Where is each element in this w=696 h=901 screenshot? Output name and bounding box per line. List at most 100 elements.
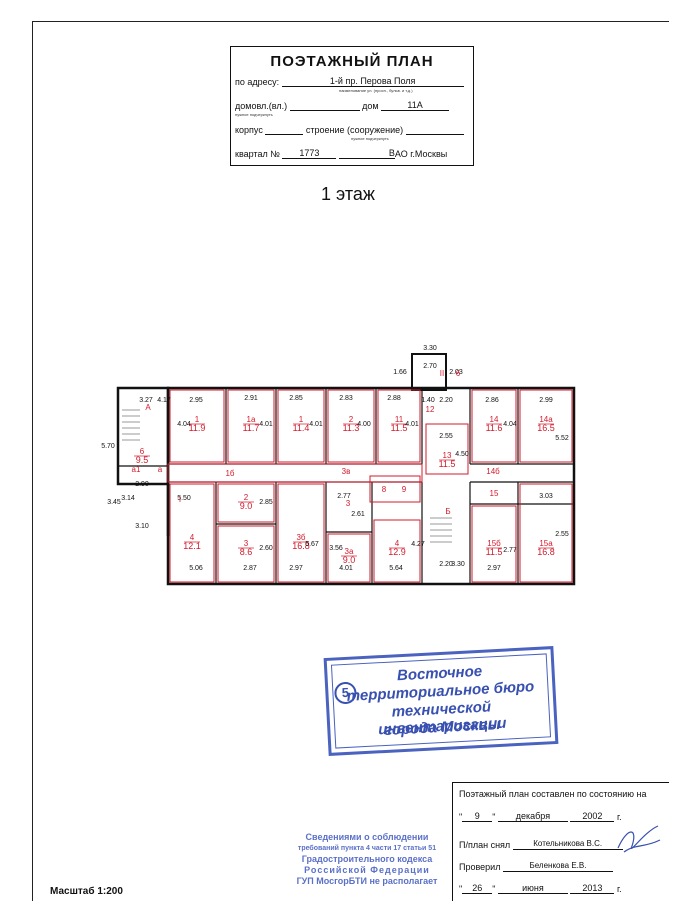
dimension-label: 5.06 [189, 565, 203, 572]
room-area: 9.0 [240, 501, 253, 511]
room-number: 2 [349, 415, 354, 424]
dimension-label: 2.99 [539, 397, 553, 404]
plan-label: 9 [402, 485, 407, 494]
room-area: 12.9 [388, 547, 406, 557]
dimension-label: 5.64 [389, 565, 403, 572]
room-area: 11.4 [293, 423, 310, 433]
room-number: 2 [244, 493, 249, 502]
made-row: П/план снял Котельникова В.С. [459, 839, 623, 850]
room-area: 9.0 [343, 555, 356, 565]
room-area: 11.5 [391, 423, 408, 433]
domovl-row: домовл.(вл.) дом 11А [235, 100, 450, 111]
address-value: 1-й пр. Перова Поля [281, 76, 464, 87]
room-number: 4 [190, 533, 195, 542]
dimension-label: 3.56 [329, 545, 343, 552]
plan-label: 15 [490, 489, 499, 498]
floor-title: 1 этаж [321, 184, 375, 204]
dimension-label: 4.01 [405, 421, 419, 428]
room-area: 16.8 [292, 541, 310, 551]
dimension-label: 4.04 [177, 421, 191, 428]
compliance-note: Сведениями о соблюдении требований пункт… [296, 832, 438, 886]
dimension-label: 2.85 [289, 395, 303, 402]
dimension-label: 2.03 [449, 369, 463, 376]
scale-label: Масштаб 1:200 [50, 886, 123, 897]
room-number: 14а [539, 415, 553, 424]
dimension-label: 2.97 [289, 565, 303, 572]
dimension-label: 1.66 [393, 369, 407, 376]
room-area: 11.7 [243, 423, 260, 433]
room-number: 3б [296, 533, 305, 542]
plan-label: 8 [382, 485, 387, 494]
room-number: 3а [345, 547, 354, 556]
check-row: Проверил Беленкова Е.В. [459, 861, 613, 872]
korpus-value [265, 124, 304, 135]
dimension-label: 1.40 [421, 397, 435, 404]
room-number: 15б [487, 539, 501, 548]
plan-label: I [179, 495, 181, 504]
title-block: ПОЭТАЖНЫЙ ПЛАН по адресу: 1-й пр. Перова… [230, 46, 474, 166]
dimension-label: 4.50 [455, 451, 469, 458]
room-number: 6 [140, 447, 145, 456]
dimension-label: 5.70 [101, 443, 115, 450]
dimension-label: 4.01 [339, 565, 353, 572]
status-box: Поэтажный план составлен по состоянию на… [452, 782, 669, 901]
room-number: 1 [299, 415, 304, 424]
dimension-label: 2.83 [339, 395, 353, 402]
dimension-label: 2.70 [423, 363, 437, 370]
room-area: 8.6 [240, 547, 253, 557]
room-number: 11 [395, 415, 404, 424]
dimension-label: 4.01 [259, 421, 273, 428]
room-area: 9.5 [136, 455, 149, 465]
floor-plan [116, 353, 576, 586]
dimension-label: 2.95 [189, 397, 203, 404]
domovl-hint: нужное подчеркнуть [235, 112, 273, 117]
room-number: 4 [395, 539, 400, 548]
dimension-label: 3.27 [139, 397, 153, 404]
dimension-label: 2.97 [487, 565, 501, 572]
plan-label: 1б [225, 469, 234, 478]
dimension-label: 4.04 [503, 421, 517, 428]
bti-stamp: 5 Восточное территориальное бюро техниче… [323, 646, 559, 756]
room-number: 3 [244, 539, 249, 548]
plan-title: ПОЭТАЖНЫЙ ПЛАН [270, 53, 434, 70]
room-number: 15а [539, 539, 553, 548]
dimension-label: 5.50 [177, 495, 191, 502]
dimension-label: 2.87 [243, 565, 257, 572]
kvartal-value: 1773 [282, 148, 337, 159]
dimension-label: 2.61 [351, 511, 365, 518]
plan-label: 3в [342, 467, 351, 476]
check-date: "26" июня 2013 г. [459, 883, 622, 894]
plan-labels-layer: 111.91а11.7111.4211.31111.51411.614а16.5… [101, 345, 569, 572]
plan-label: 12 [426, 405, 435, 414]
dimension-label: 3.30 [451, 561, 465, 568]
dimension-label: 2.88 [387, 395, 401, 402]
room-area: 16.8 [537, 547, 555, 557]
stroenie-value [405, 124, 464, 135]
room-area: 11.5 [439, 459, 456, 469]
room-area: 11.3 [343, 423, 360, 433]
dimension-label: 2.86 [485, 397, 499, 404]
dimension-label: 4.17 [157, 397, 171, 404]
dimension-label: 2.90 [135, 481, 149, 488]
dimension-label: 3.10 [135, 523, 149, 530]
address-hint: наименование ул. (просп., бульв. и т.д.) [339, 88, 413, 93]
dimension-label: 2.60 [259, 545, 273, 552]
plan-label: 6 [456, 369, 461, 378]
plan-label: а1 [132, 465, 141, 474]
dimension-label: 2.85 [259, 499, 273, 506]
room-area: 11.9 [189, 423, 206, 433]
dimension-label: 2.55 [439, 433, 453, 440]
dimension-label: 2.20 [439, 397, 453, 404]
room-area: 11.6 [486, 423, 503, 433]
room-number: 1а [247, 415, 256, 424]
dimension-label: 2.77 [503, 547, 517, 554]
kvartal-row: квартал № 1773 ВАО г.Москвы [235, 148, 448, 159]
room-area: 16.5 [537, 423, 555, 433]
plan-label: а [158, 465, 163, 474]
plan-label: 14б [486, 467, 500, 476]
dimension-label: 2.77 [337, 493, 351, 500]
dimension-label: 3.14 [121, 495, 135, 502]
dimension-label: 4.00 [357, 421, 371, 428]
district-value: В [338, 148, 395, 159]
room-number: 1 [195, 415, 200, 424]
